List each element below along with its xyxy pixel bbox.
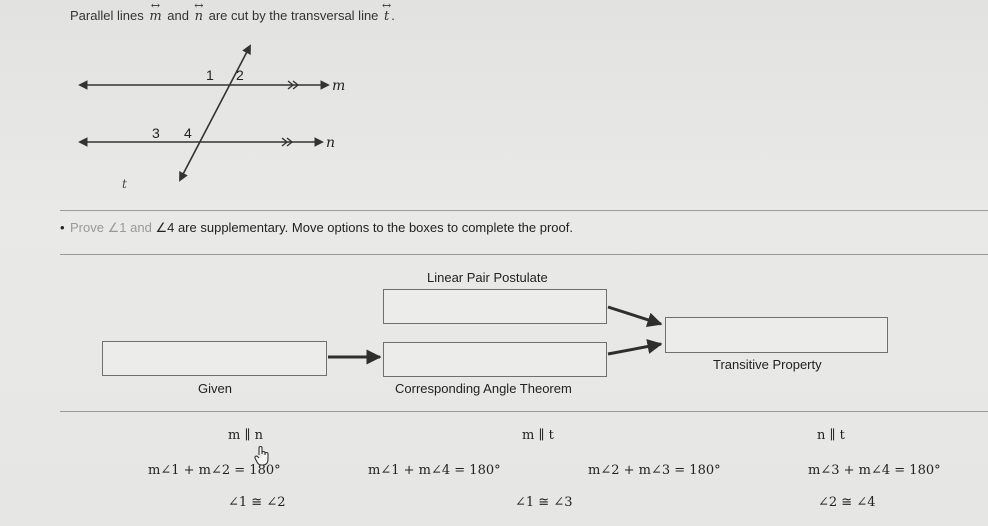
angle-label-1: 1 — [206, 67, 214, 83]
hand-cursor-icon — [254, 446, 269, 466]
label-given: Given — [198, 381, 232, 396]
arrow-corresponding-to-conclusion — [607, 339, 663, 356]
drop-box-corresponding[interactable] — [383, 342, 607, 377]
label-linear-pair: Linear Pair Postulate — [427, 270, 548, 285]
arrow-linear-to-conclusion — [607, 305, 663, 328]
option-n-parallel-t[interactable]: n ∥ t — [817, 428, 845, 443]
drop-box-linear-pair[interactable] — [383, 289, 607, 324]
task-angle-b: ∠4 — [155, 220, 175, 235]
section-divider — [60, 210, 988, 211]
option-sum-1-4[interactable]: m∠1 + m∠4 = 180° — [368, 463, 501, 478]
task-and: and — [130, 220, 152, 235]
prompt-suffix: are cut by the transversal line — [208, 8, 379, 23]
proof-instruction: • Prove ∠1 and ∠4 are supplementary. Mov… — [60, 220, 573, 235]
drop-box-conclusion[interactable] — [665, 317, 888, 353]
option-congruent-2-4[interactable]: ∠2 ≅ ∠4 — [818, 495, 876, 510]
task-angle-a: ∠1 — [107, 220, 127, 235]
prompt-period: . — [391, 8, 395, 23]
section-divider — [60, 254, 988, 255]
line-n-symbol: n — [193, 9, 205, 24]
line-label-t: t — [122, 177, 127, 191]
angle-label-2: 2 — [236, 67, 244, 83]
option-m-parallel-n[interactable]: m ∥ n — [228, 428, 263, 443]
parallel-marks-m — [287, 80, 300, 90]
line-t — [179, 44, 251, 182]
option-congruent-1-2[interactable]: ∠1 ≅ ∠2 — [228, 495, 286, 510]
prompt-prefix: Parallel lines — [70, 8, 144, 23]
task-rest: are supplementary. Move options to the b… — [177, 220, 573, 235]
label-corresponding: Corresponding Angle Theorem — [395, 381, 572, 396]
task-prove: Prove — [70, 220, 104, 235]
prompt-and: and — [167, 8, 189, 23]
line-label-m: m — [332, 78, 345, 94]
option-sum-3-4[interactable]: m∠3 + m∠4 = 180° — [808, 463, 941, 478]
problem-statement: Parallel lines m and n are cut by the tr… — [70, 8, 395, 24]
line-label-n: n — [326, 135, 335, 151]
drop-box-given[interactable] — [102, 341, 327, 376]
label-transitive: Transitive Property — [713, 357, 822, 372]
section-divider — [60, 411, 988, 412]
option-sum-2-3[interactable]: m∠2 + m∠3 = 180° — [588, 463, 721, 478]
line-t-symbol: t — [382, 9, 391, 24]
option-sum-1-2[interactable]: m∠1 + m∠2 = 180° — [148, 463, 281, 478]
parallel-lines-diagram: 1 2 3 4 m n t — [78, 44, 345, 191]
option-m-parallel-t[interactable]: m ∥ t — [522, 428, 554, 443]
option-congruent-1-3[interactable]: ∠1 ≅ ∠3 — [515, 495, 573, 510]
line-m-symbol: m — [147, 9, 163, 24]
parallel-marks-n — [281, 137, 294, 147]
angle-label-3: 3 — [152, 125, 160, 141]
angle-label-4: 4 — [184, 125, 192, 141]
